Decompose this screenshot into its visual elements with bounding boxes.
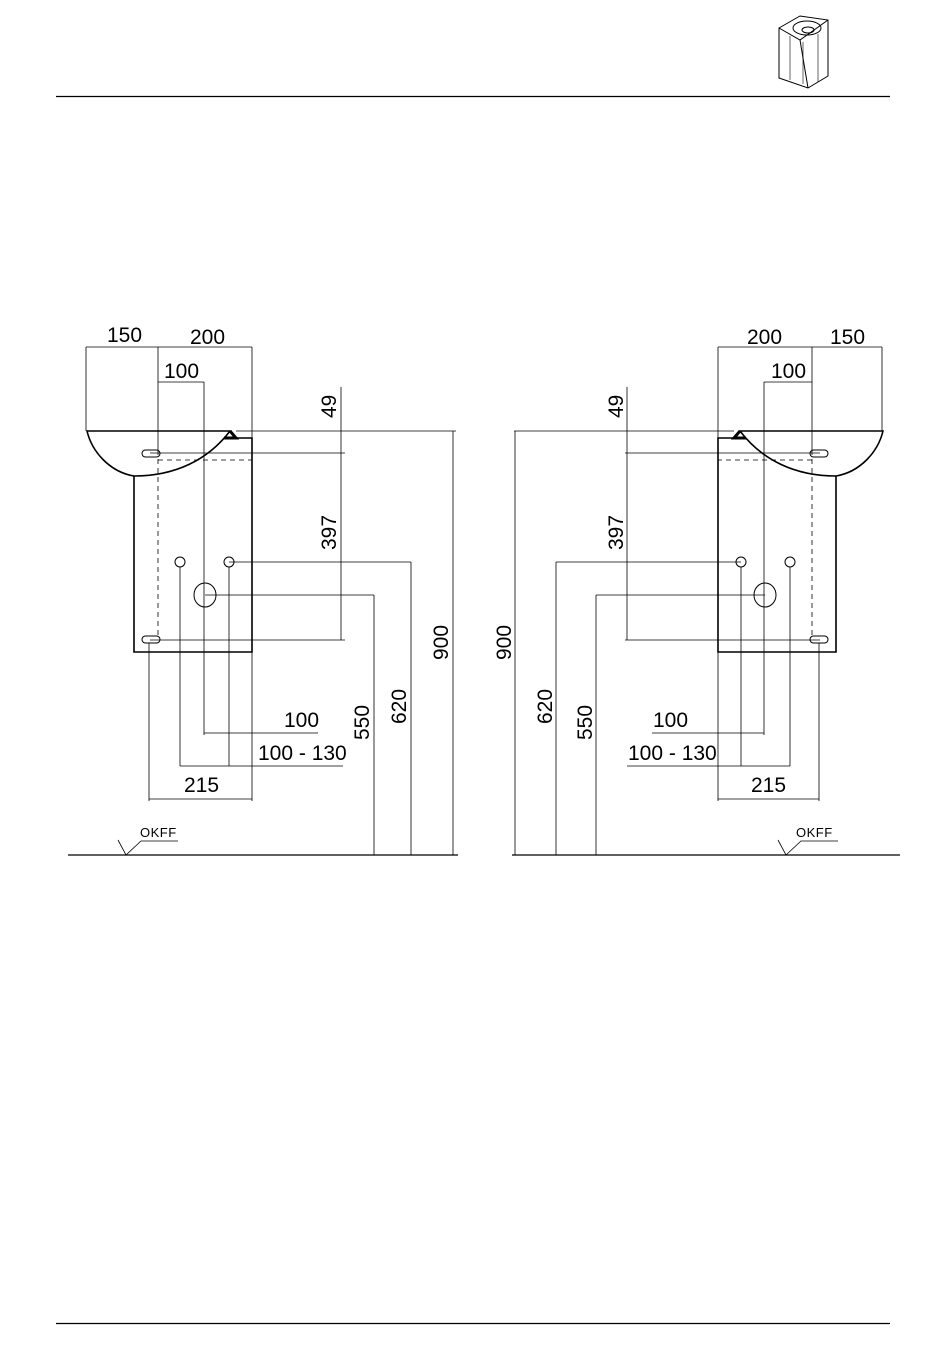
right-drain-horizontal-100: 100: [653, 709, 688, 732]
right-height-900: 900: [493, 625, 516, 660]
right-dimension-lines: [512, 347, 900, 855]
right-floor-label: OKFF: [796, 825, 833, 840]
left-height-900: 900: [430, 625, 453, 660]
right-height-49: 49: [605, 395, 628, 418]
left-floor-label: OKFF: [140, 825, 177, 840]
right-view: 200 150 100 49 397 900 620 550 100 100 -…: [493, 326, 900, 855]
left-width-150: 150: [107, 324, 142, 347]
left-view: 150 200 100 49 397 900 620 550 100 100 -…: [68, 324, 458, 855]
corner-washbasin-product-icon: [779, 16, 828, 88]
right-height-620: 620: [534, 689, 557, 724]
right-drain-offset-100: 100: [771, 360, 806, 383]
left-drain-offset-100: 100: [164, 360, 199, 383]
right-pedestal-width-215: 215: [751, 774, 786, 797]
washbasin-outline-mirrored: [718, 431, 883, 652]
left-height-550: 550: [351, 705, 374, 740]
right-width-200: 200: [747, 326, 782, 349]
right-width-150: 150: [830, 326, 865, 349]
left-width-200: 200: [190, 326, 225, 349]
left-drain-horizontal-100: 100: [284, 709, 319, 732]
right-height-397: 397: [605, 515, 628, 550]
left-height-49: 49: [318, 395, 341, 418]
left-pedestal-width-215: 215: [184, 774, 219, 797]
left-height-620: 620: [388, 689, 411, 724]
right-inlet-spacing: 100 - 130: [628, 742, 717, 765]
left-height-397: 397: [318, 515, 341, 550]
washbasin-outline: [87, 431, 252, 652]
right-height-550: 550: [574, 705, 597, 740]
left-dimension-lines: [68, 347, 458, 855]
left-inlet-spacing: 100 - 130: [258, 742, 347, 765]
